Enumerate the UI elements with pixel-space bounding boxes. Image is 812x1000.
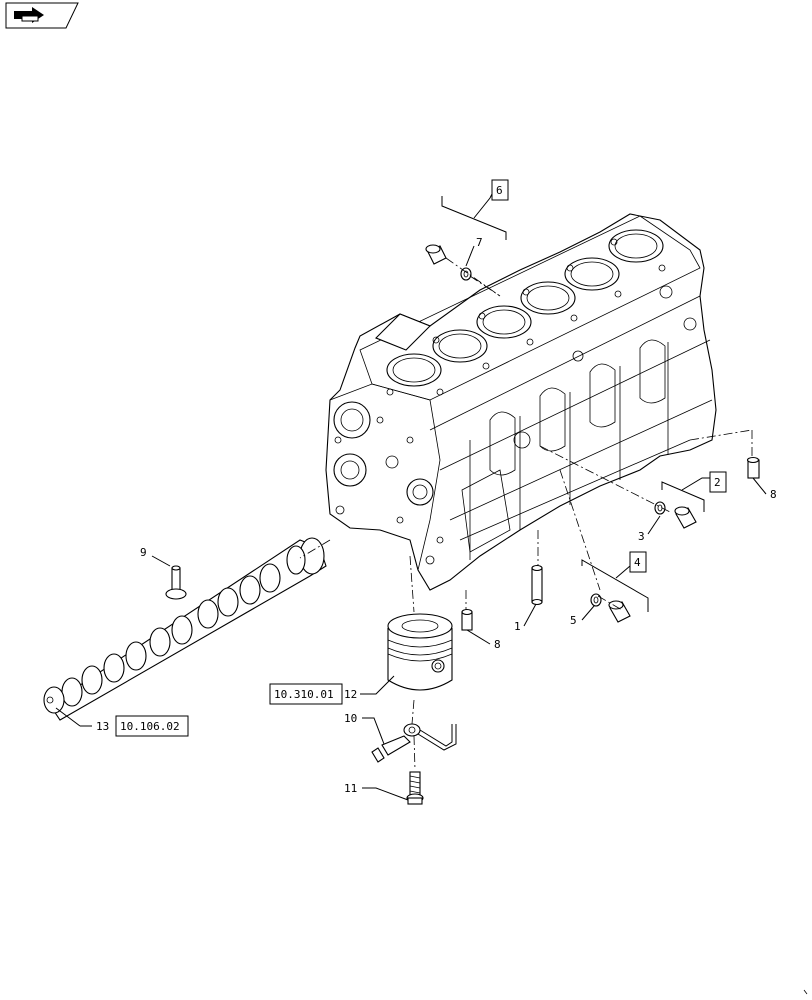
plug-4 — [608, 600, 631, 623]
bolt-11 — [406, 771, 424, 805]
callout-3: 3 — [638, 530, 645, 543]
callout-9: 9 — [140, 546, 147, 559]
callout-5: 5 — [570, 614, 577, 627]
callout-4: 4 — [634, 556, 641, 569]
leader-lines — [55, 193, 767, 801]
ref-box-piston[interactable]: 10.310.01 — [269, 683, 343, 705]
callout-8-right: 8 — [770, 488, 777, 501]
corner-mark — [803, 989, 808, 995]
pin-1 — [531, 564, 543, 606]
callout-box-2[interactable]: 2 — [709, 471, 727, 493]
callout-11: 11 — [344, 782, 357, 795]
callout-7: 7 — [476, 236, 483, 249]
next-page-arrow-icon — [14, 7, 44, 23]
callout-13: 13 — [96, 720, 109, 733]
next-page-button[interactable] — [5, 2, 79, 29]
piston — [387, 613, 453, 691]
callout-10: 10 — [344, 712, 357, 725]
dowel-8-left — [461, 608, 473, 631]
callout-2: 2 — [714, 476, 721, 489]
ref-box-camshaft[interactable]: 10.106.02 — [115, 715, 189, 737]
piston-ref-label: 10.310.01 — [274, 688, 334, 701]
dowel-8-right — [746, 456, 760, 479]
assembly-centerlines — [299, 257, 753, 771]
washer-7 — [460, 267, 472, 281]
callout-12: 12 — [344, 688, 357, 701]
callout-box-6[interactable]: 6 — [491, 179, 509, 201]
washer-3 — [654, 501, 666, 515]
plug-2 — [674, 506, 697, 529]
callout-6: 6 — [496, 184, 503, 197]
callout-box-4[interactable]: 4 — [629, 551, 647, 573]
callout-8-left: 8 — [494, 638, 501, 651]
washer-5 — [590, 593, 602, 607]
pin-9 — [165, 565, 187, 600]
camshaft-ref-label: 10.106.02 — [120, 720, 180, 733]
plug-7 — [425, 244, 447, 265]
callout-1: 1 — [514, 620, 521, 633]
engine-block — [325, 213, 717, 591]
